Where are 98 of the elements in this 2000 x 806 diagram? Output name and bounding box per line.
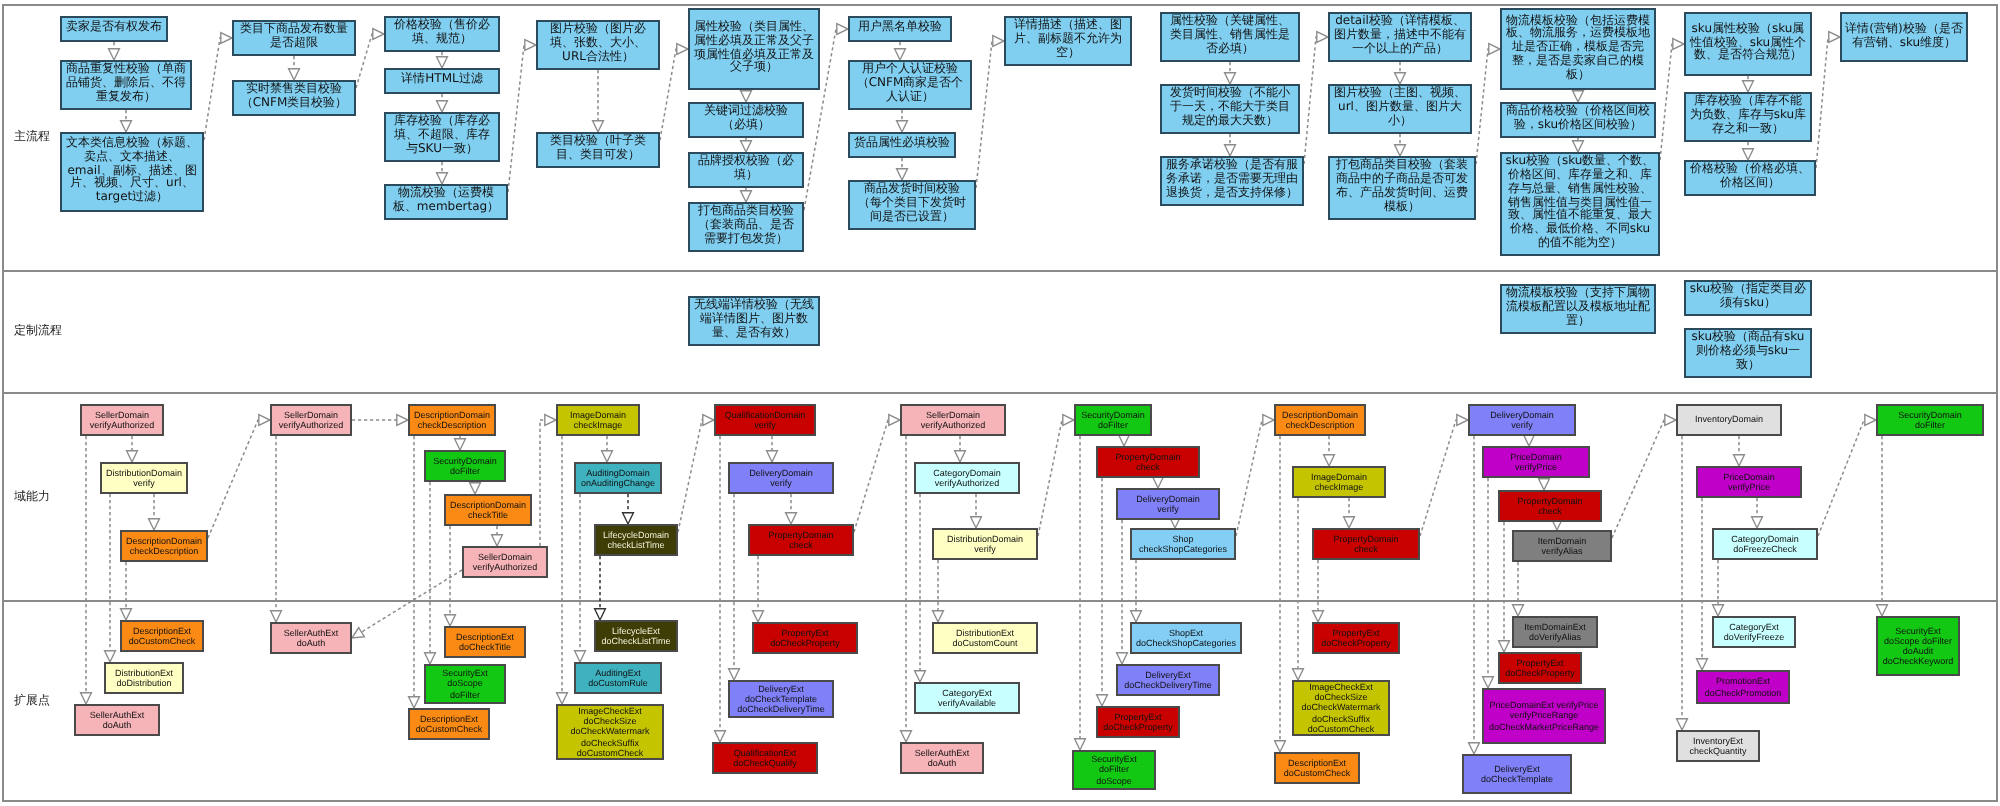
dashed-arrow	[355, 27, 385, 89]
dashed-arrow	[269, 435, 283, 623]
dashed-arrow	[893, 41, 907, 61]
dashed-arrow	[1037, 413, 1075, 537]
dashed-arrow	[507, 38, 537, 193]
dashed-arrow	[913, 493, 927, 683]
dashed-arrow	[1151, 476, 1165, 489]
dashed-arrow	[1311, 559, 1325, 623]
dashed-arrow	[1537, 477, 1551, 491]
dashed-arrow	[119, 109, 133, 133]
dashed-arrow	[1117, 434, 1131, 447]
dashed-arrow	[1467, 435, 1481, 755]
dashed-arrow	[125, 435, 139, 463]
dashed-arrow	[103, 493, 117, 663]
dashed-arrow	[1073, 435, 1087, 751]
dashed-arrow	[895, 109, 909, 133]
dashed-arrow	[453, 435, 467, 451]
swimlane	[2, 600, 1998, 802]
dashed-arrow	[1732, 435, 1746, 467]
dashed-arrow	[1817, 413, 1877, 537]
dashed-arrow	[600, 435, 614, 463]
dashed-arrow	[784, 493, 798, 525]
dashed-arrow	[1303, 30, 1329, 165]
dashed-arrow	[203, 31, 233, 141]
dashed-arrow	[407, 435, 421, 709]
dashed-arrow	[468, 481, 482, 495]
dashed-arrow	[727, 493, 741, 681]
dashed-arrow	[573, 493, 587, 663]
dashed-arrow	[765, 435, 779, 463]
dashed-arrow	[1741, 75, 1755, 93]
dashed-arrow	[1741, 141, 1755, 161]
dashed-arrow	[107, 41, 121, 61]
dashed-arrow	[751, 555, 765, 623]
dashed-arrow	[119, 561, 133, 621]
dashed-arrow	[593, 555, 607, 621]
dashed-arrow	[1235, 413, 1275, 537]
dashed-arrow	[969, 493, 983, 529]
dashed-arrow	[621, 493, 635, 525]
dashed-arrow	[1497, 521, 1511, 653]
dashed-arrow	[591, 69, 605, 133]
dashed-arrow	[1393, 61, 1407, 85]
dashed-arrow	[1511, 561, 1525, 617]
dashed-arrow	[1095, 477, 1109, 707]
dashed-arrow	[1750, 497, 1764, 529]
dashed-arrow	[287, 55, 301, 81]
dashed-arrow	[1393, 133, 1407, 157]
dashed-arrow	[1419, 413, 1469, 537]
dashed-arrow	[659, 42, 689, 141]
dashed-arrow	[1611, 413, 1677, 539]
dashed-arrow	[555, 435, 569, 705]
dashed-arrow	[853, 413, 901, 533]
dashed-arrow	[1571, 89, 1585, 103]
dashed-arrow	[1675, 435, 1689, 731]
dashed-arrow	[147, 493, 161, 531]
dashed-arrow	[677, 413, 715, 533]
dashed-arrow	[207, 413, 271, 539]
dashed-arrow	[435, 93, 449, 113]
dashed-arrow	[1115, 519, 1129, 665]
swimlane	[2, 4, 1998, 272]
dashed-arrow	[713, 435, 727, 743]
dashed-arrow	[351, 569, 463, 639]
dashed-arrow	[539, 413, 557, 547]
dashed-arrow	[1875, 435, 1889, 617]
dashed-arrow	[1695, 497, 1709, 671]
dashed-arrow	[351, 413, 409, 427]
dashed-arrow	[953, 435, 967, 463]
dashed-arrow	[739, 137, 753, 153]
dashed-arrow	[1475, 42, 1501, 165]
dashed-arrow	[895, 157, 909, 181]
dashed-arrow	[1273, 435, 1287, 753]
dashed-arrow	[443, 525, 457, 627]
swimlane	[2, 392, 1998, 602]
dashed-arrow	[1522, 434, 1536, 447]
dashed-arrow	[803, 22, 849, 211]
dashed-arrow	[1550, 518, 1564, 531]
dashed-arrow	[79, 435, 93, 705]
dashed-arrow	[1129, 559, 1143, 623]
dashed-arrow	[899, 435, 913, 743]
dashed-arrow	[1711, 559, 1725, 617]
dashed-arrow	[435, 161, 449, 185]
dashed-arrow	[1223, 61, 1237, 85]
dashed-arrow	[1342, 497, 1356, 529]
dashed-arrow	[975, 34, 1005, 189]
dashed-arrow	[1223, 133, 1237, 157]
dashed-arrow	[435, 51, 449, 69]
dashed-arrow	[1659, 37, 1685, 161]
dashed-arrow	[1322, 435, 1336, 467]
dashed-arrow	[739, 187, 753, 203]
dashed-arrow	[1815, 30, 1841, 169]
dashed-arrow	[1291, 497, 1305, 681]
dashed-arrow	[490, 525, 504, 547]
swimlane	[2, 270, 1998, 394]
dashed-arrow	[931, 559, 945, 623]
dashed-arrow	[739, 89, 753, 103]
dashed-arrow	[1571, 137, 1585, 153]
dashed-arrow	[1481, 477, 1495, 689]
dashed-arrow	[1168, 516, 1182, 529]
dashed-arrow	[423, 481, 437, 665]
